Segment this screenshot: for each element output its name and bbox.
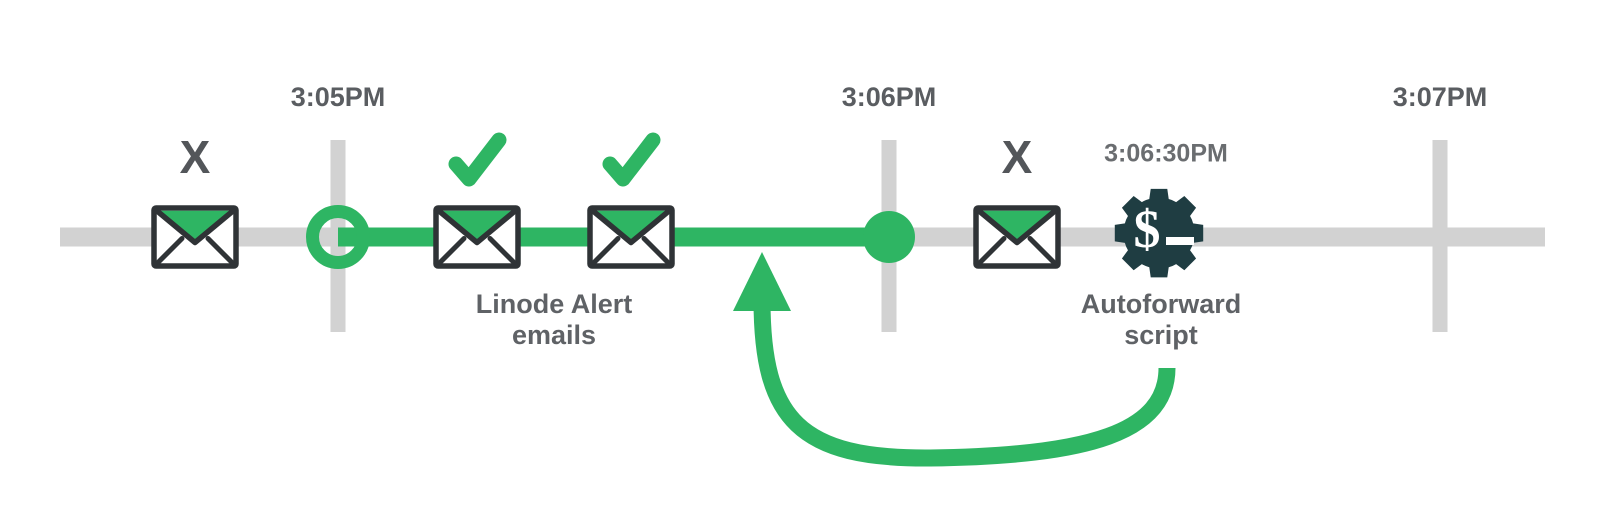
tick-label-3-06pm: 3:06PM (842, 82, 937, 112)
envelope-icon[interactable] (976, 208, 1058, 266)
feedback-arrow-path (753, 299, 1176, 467)
tick-label-3-05pm: 3:05PM (291, 82, 386, 112)
check-icon (610, 140, 653, 179)
autoforward-feedback-arrow (733, 252, 1176, 467)
tick-labels: 3:05PM 3:06PM 3:07PM (291, 82, 1488, 112)
blocked-email-left[interactable] (154, 208, 236, 266)
linode-alert-email-1[interactable] (436, 208, 518, 266)
autoforward-script-node[interactable]: $ (1114, 188, 1204, 278)
status-badge-delivered-2 (610, 140, 653, 179)
caption-linode-alert-emails: Linode Alert emails (476, 289, 633, 350)
check-icon (456, 140, 499, 179)
envelope-icon[interactable] (590, 208, 672, 266)
status-badge-delivered-1 (456, 140, 499, 179)
caption-autoforward-script: Autoforward script (1081, 289, 1241, 350)
tick-label-3-07pm: 3:07PM (1393, 82, 1488, 112)
timeline-start-marker[interactable] (306, 205, 370, 269)
caption-linode-alert-line2: emails (512, 320, 596, 350)
caption-linode-alert-line1: Linode Alert (476, 289, 633, 319)
feedback-arrow-head (733, 252, 791, 311)
timeline-end-marker[interactable] (863, 211, 915, 263)
blocked-email-right[interactable] (976, 208, 1058, 266)
envelope-icon[interactable] (154, 208, 236, 266)
dot-marker-icon[interactable] (863, 211, 915, 263)
autoforward-run-time-label: 3:06:30PM (1104, 140, 1228, 168)
dollar-sign-glyph: $ (1134, 199, 1161, 259)
status-badge-blocked-right: X (1002, 131, 1033, 183)
envelope-icon[interactable] (436, 208, 518, 266)
prompt-underscore-glyph (1166, 237, 1194, 245)
ring-marker-icon[interactable] (306, 205, 370, 269)
caption-autoforward-line1: Autoforward (1081, 289, 1241, 319)
caption-autoforward-line2: script (1124, 320, 1198, 350)
linode-alert-email-2[interactable] (590, 208, 672, 266)
status-badge-blocked-left: X (180, 131, 211, 183)
